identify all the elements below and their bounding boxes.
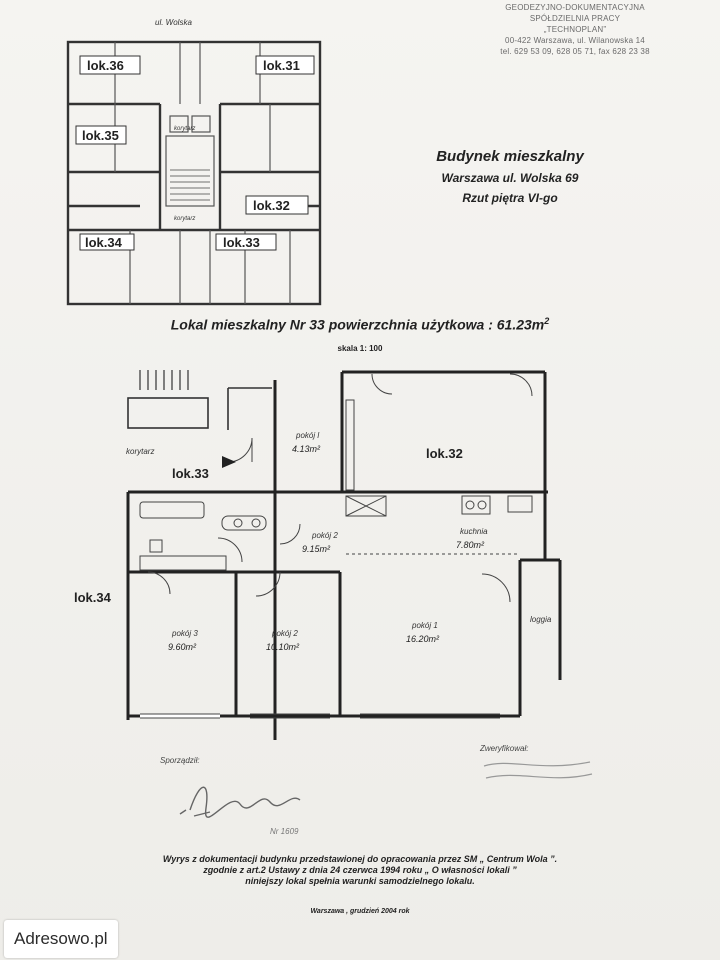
room-name: pokój l — [295, 431, 319, 440]
unit-34-label: lok.34 — [74, 590, 112, 605]
key-plan-unit-label: lok.34 — [85, 235, 123, 250]
room-area: 9.60m² — [168, 642, 197, 652]
room-area: 4.13m² — [292, 444, 321, 454]
company-stamp: GEODEZYJNO-DOKUMENTACYJNA SPÓŁDZIELNIA P… — [440, 2, 710, 57]
key-plan-unit-label: lok.36 — [87, 58, 124, 73]
unit-heading-sup: 2 — [544, 316, 550, 326]
corridor-label: korytarz — [126, 447, 154, 456]
license-number: Nr 1609 — [270, 827, 299, 836]
key-plan-unit-label: lok.31 — [263, 58, 300, 73]
key-plan: lok.36 lok.31 lok.35 lok.32 lok.34 lok.3… — [66, 40, 322, 306]
stamp-line: GEODEZYJNO-DOKUMENTACYJNA — [505, 3, 645, 12]
caption-line: Wyrys z dokumentacji budynku przedstawio… — [162, 854, 558, 864]
key-plan-corridor-label: korytarz — [174, 126, 195, 132]
unit-heading: Lokal mieszkalny Nr 33 powierzchnia użyt… — [0, 316, 720, 333]
room-name: pokój 1 — [411, 621, 438, 630]
stamp-line: SPÓŁDZIELNIA PRACY — [529, 14, 621, 23]
prepared-by-label: Sporządził: — [160, 756, 200, 765]
verification-stamp-icon — [483, 761, 593, 779]
floor-title: Rzut piętra VI-go — [462, 191, 558, 205]
room-area: 16.20m² — [406, 634, 440, 644]
key-plan-street: ul. Wolska — [155, 18, 192, 27]
scale-label: skala 1: 100 — [337, 344, 383, 353]
room-area: 10.10m² — [266, 642, 300, 652]
title-block: Budynek mieszkalny Warszawa ul. Wolska 6… — [390, 148, 630, 205]
unit-33-label: lok.33 — [172, 466, 209, 481]
key-plan-unit-label: lok.32 — [253, 198, 290, 213]
key-plan-corridor-label: korytarz — [174, 216, 195, 222]
stamp-line: 00-422 Warszawa, ul. Wilanowska 14 — [505, 36, 645, 45]
document-caption: Wyrys z dokumentacji budynku przedstawio… — [0, 854, 720, 887]
document-date: Warszawa , grudzień 2004 rok — [310, 908, 410, 915]
caption-line: zgodnie z art.2 Ustawy z dnia 24 czerwca… — [203, 865, 517, 875]
verified-by-label: Zweryfikował: — [480, 744, 529, 753]
room-name: pokój 2 — [271, 629, 298, 638]
room-area: 7.80m² — [456, 540, 485, 550]
site-watermark[interactable]: Adresowo.pl — [4, 920, 118, 958]
stamp-line: „TECHNOPLAN” — [543, 25, 607, 34]
building-title: Budynek mieszkalny — [436, 148, 584, 165]
room-name: pokój 2 — [311, 531, 338, 540]
loggia-label: loggia — [530, 615, 552, 624]
stamp-line: tel. 629 53 09, 628 05 71, fax 628 23 38 — [500, 47, 650, 56]
room-name: pokój 3 — [171, 629, 198, 638]
room-area: 9.15m² — [302, 544, 331, 554]
key-plan-unit-label: lok.33 — [223, 235, 260, 250]
building-address: Warszawa ul. Wolska 69 — [441, 171, 579, 185]
room-name: kuchnia — [460, 527, 488, 536]
unit-32-label: lok.32 — [426, 446, 463, 461]
caption-line: niniejszy lokal spełnia warunki samodzie… — [245, 876, 475, 886]
entrance-arrow-icon — [222, 456, 236, 468]
unit-heading-text: Lokal mieszkalny Nr 33 powierzchnia użyt… — [170, 316, 545, 333]
key-plan-unit-label: lok.35 — [82, 128, 119, 143]
signature-stamp: Nr 1609 — [179, 786, 301, 836]
unit-floor-plan: korytarz lok.33 lok.32 lok.34 loggia pok… — [74, 370, 562, 740]
